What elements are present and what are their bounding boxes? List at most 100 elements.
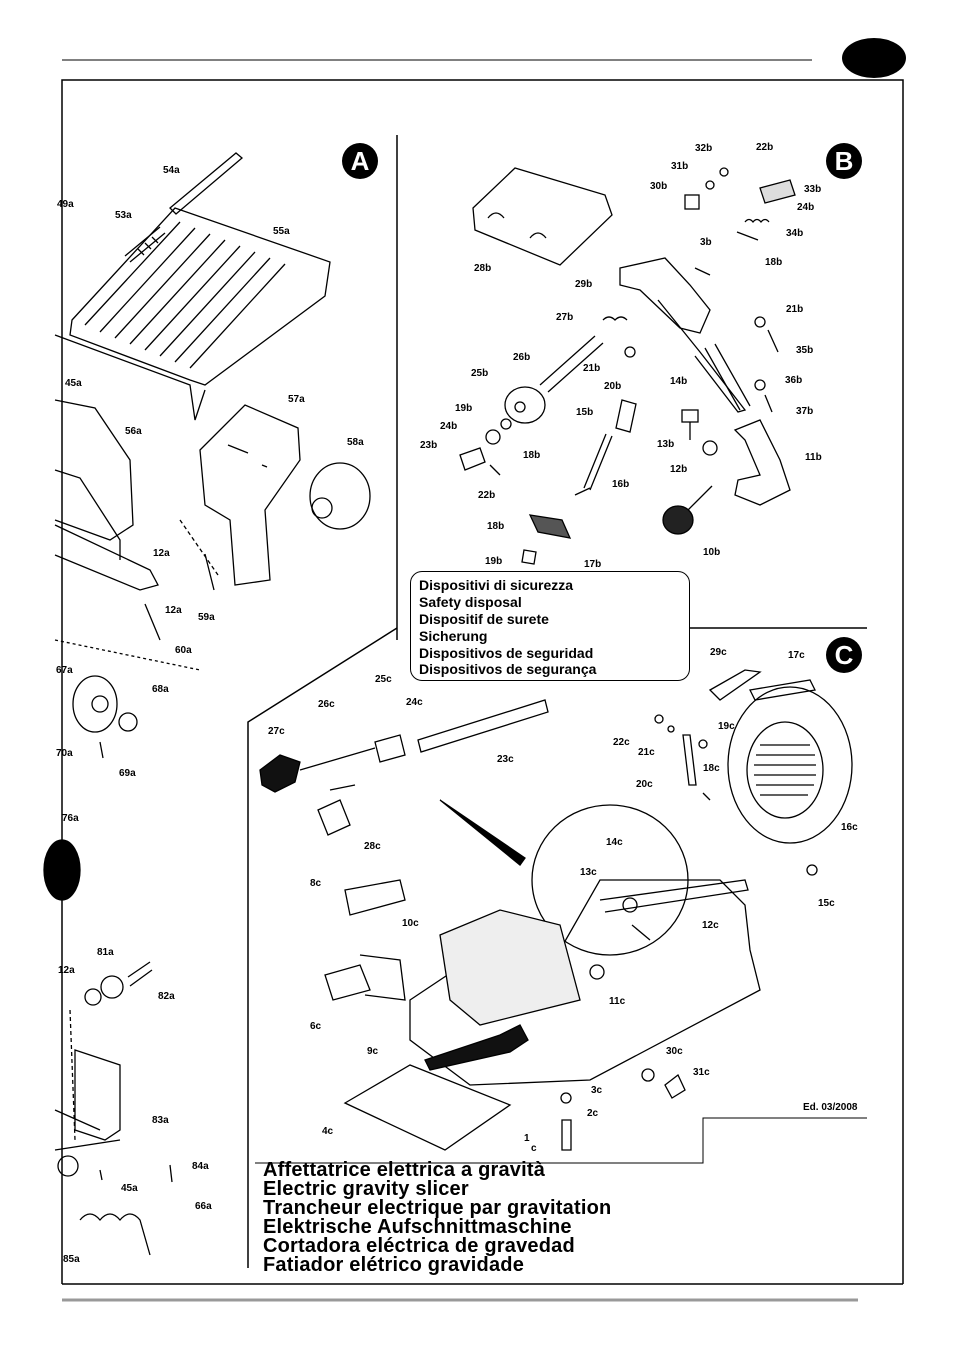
part-label: 11c	[609, 996, 626, 1007]
part-label: 26b	[513, 352, 531, 363]
part-label: 18b	[765, 257, 783, 268]
part-label: 15b	[576, 407, 594, 418]
part-label: 22c	[613, 737, 630, 748]
section-c-drawing	[259, 669, 853, 1151]
part-label: 12c	[702, 920, 719, 931]
part-label: 23c	[497, 754, 514, 765]
part-label: 12a	[165, 605, 182, 616]
part-label: 22b	[756, 142, 774, 153]
part-label: 6c	[310, 1021, 322, 1032]
part-label: 76a	[62, 813, 79, 824]
part-label: 29b	[575, 279, 593, 290]
safety-line-fr: Dispositif de surete	[419, 611, 549, 627]
part-label: 25b	[471, 368, 489, 379]
title-pt: Fatiador elétrico gravidade	[263, 1254, 525, 1276]
part-label: 3c	[591, 1085, 603, 1096]
part-label: 20b	[604, 381, 622, 392]
part-label: 66a	[195, 1201, 212, 1212]
part-label: 24c	[406, 697, 423, 708]
part-label: 8c	[310, 878, 322, 889]
safety-box: Dispositivi di sicurezza Safety disposal…	[410, 571, 690, 681]
part-label: 68a	[152, 684, 169, 695]
part-label: 13b	[657, 439, 675, 450]
part-label: 30c	[666, 1046, 683, 1057]
section-b-badge: B	[826, 143, 862, 179]
part-label: 31c	[693, 1067, 710, 1078]
safety-line-en: Safety disposal	[419, 594, 522, 610]
part-label: 56a	[125, 426, 142, 437]
part-label: 17c	[788, 650, 805, 661]
part-label: 53a	[115, 210, 132, 221]
part-label: 70a	[56, 748, 73, 759]
part-label: 11b	[805, 452, 822, 463]
part-label: 21b	[786, 304, 804, 315]
section-b-drawing	[459, 167, 796, 565]
part-label: 84a	[192, 1161, 209, 1172]
title-de: Elektrische Aufschnittmaschine	[263, 1216, 572, 1238]
part-label: 30b	[650, 181, 668, 192]
part-label: 34b	[786, 228, 804, 239]
part-label: 25c	[375, 674, 392, 685]
part-label: 85a	[63, 1254, 80, 1265]
part-label: 18b	[523, 450, 541, 461]
part-label: 10b	[703, 547, 721, 558]
part-label: 16c	[841, 822, 858, 833]
part-label: 29c	[710, 647, 727, 658]
part-label: 12a	[153, 548, 170, 559]
part-label: 35b	[796, 345, 814, 356]
part-label: 18b	[487, 521, 505, 532]
part-label: 59a	[198, 612, 215, 623]
safety-line-es: Dispositivos de seguridad	[419, 645, 594, 661]
part-label: 58a	[347, 437, 364, 448]
part-label: 15c	[818, 898, 835, 909]
part-label: 1	[524, 1133, 530, 1144]
part-label: 37b	[796, 406, 814, 417]
part-label: 21b	[583, 363, 601, 374]
part-label: 20c	[636, 779, 653, 790]
part-label: 54a	[163, 165, 180, 176]
title-fr: Trancheur electrique par gravitation	[263, 1197, 612, 1219]
part-label: 33b	[804, 184, 822, 195]
safety-line-pt: Dispositivos de segurança	[419, 661, 597, 677]
safety-line-it: Dispositivi di sicurezza	[419, 577, 574, 593]
part-label: 19b	[485, 556, 503, 567]
part-label: 24b	[797, 202, 815, 213]
part-label: 36b	[785, 375, 803, 386]
part-label: 28b	[474, 263, 492, 274]
part-label: 3b	[700, 237, 712, 248]
title-it: Affettatrice elettrica a gravità	[263, 1159, 546, 1181]
part-label: 12b	[670, 464, 688, 475]
part-label: 19c	[718, 721, 735, 732]
part-label: 81a	[97, 947, 114, 958]
part-label: 23b	[420, 440, 438, 451]
part-label: 57a	[288, 394, 305, 405]
part-label: 55a	[273, 226, 290, 237]
part-label: 14c	[606, 837, 623, 848]
part-label: 26c	[318, 699, 335, 710]
safety-line-de: Sicherung	[419, 628, 488, 644]
part-label: 45a	[121, 1183, 138, 1194]
part-label: c	[531, 1143, 537, 1154]
part-label: 24b	[440, 421, 458, 432]
part-label: 19b	[455, 403, 473, 414]
part-label: 4c	[322, 1126, 334, 1137]
part-label: 32b	[695, 143, 713, 154]
part-label: 18c	[703, 763, 720, 774]
part-label: 12a	[58, 965, 75, 976]
part-label: 60a	[175, 645, 192, 656]
section-c-badge: C	[826, 637, 862, 673]
part-label: 67a	[56, 665, 73, 676]
part-label: 21c	[638, 747, 655, 758]
section-a-badge: A	[342, 143, 378, 179]
part-label: 83a	[152, 1115, 169, 1126]
part-label: 31b	[671, 161, 689, 172]
title-es: Cortadora eléctrica de gravedad	[263, 1235, 575, 1257]
part-label: 16b	[612, 479, 630, 490]
title-en: Electric gravity slicer	[263, 1178, 469, 1200]
part-label: 27b	[556, 312, 574, 323]
part-label: 49a	[57, 199, 74, 210]
part-label: 45a	[65, 378, 82, 389]
part-label: 28c	[364, 841, 381, 852]
part-label: 82a	[158, 991, 175, 1002]
part-label: 2c	[587, 1108, 599, 1119]
